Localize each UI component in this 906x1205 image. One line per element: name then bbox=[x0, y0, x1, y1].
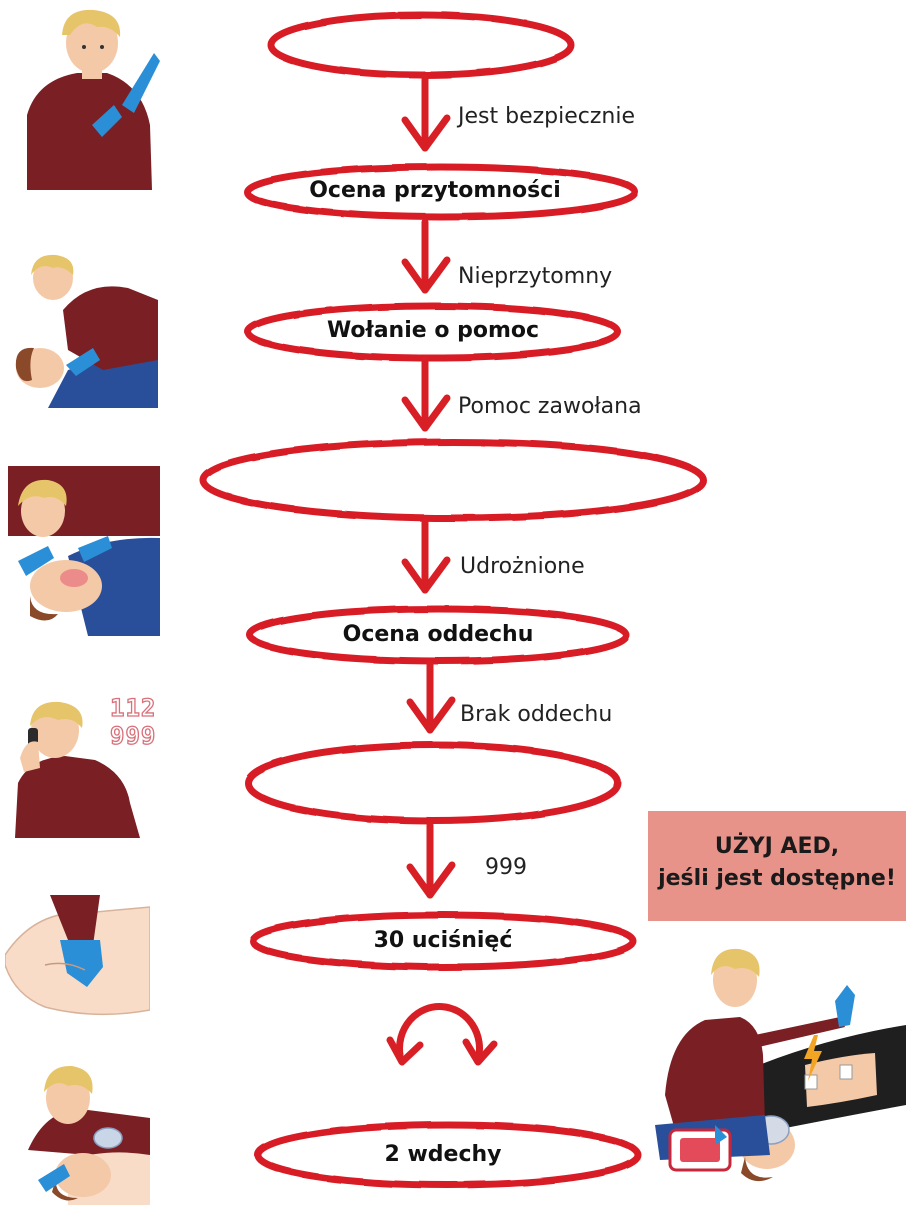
flow-arrow-3 bbox=[401, 356, 451, 432]
node-oval-n8 bbox=[254, 1121, 642, 1189]
emergency-number-112: 112 bbox=[109, 693, 157, 722]
loop-arrow bbox=[386, 1003, 498, 1066]
node-oval-n7 bbox=[249, 911, 637, 971]
aed-use-icon bbox=[655, 948, 906, 1182]
emergency-number-999: 999 bbox=[109, 721, 157, 750]
node-oval-n5 bbox=[246, 605, 630, 665]
edge-label-2: Nieprzytomny bbox=[458, 264, 613, 289]
edge-label-3: Pomoc zawołana bbox=[458, 394, 642, 419]
rescue-breath-icon bbox=[28, 1065, 150, 1205]
chest-compression-icon bbox=[5, 895, 150, 1016]
aed-banner-line1: UŻYJ AED, bbox=[714, 834, 840, 859]
node-oval-n6 bbox=[244, 741, 622, 825]
flow-arrow-1 bbox=[401, 74, 451, 152]
node-oval-n2 bbox=[243, 163, 639, 221]
edge-label-4: Udrożnione bbox=[460, 554, 585, 579]
flow-arrow-2 bbox=[401, 218, 451, 294]
flow-arrow-6 bbox=[406, 821, 456, 899]
node-label-n5: Ocena oddechu bbox=[342, 622, 534, 647]
node-label-n8: 2 wdechy bbox=[384, 1142, 502, 1167]
edge-label-1: Jest bezpiecznie bbox=[458, 104, 635, 129]
node-label-n2: Ocena przytomności bbox=[309, 178, 561, 203]
flow-arrow-4 bbox=[401, 518, 451, 594]
aed-banner: UŻYJ AED, jeśli jest dostępne! bbox=[648, 811, 906, 921]
airway-open-icon bbox=[8, 466, 160, 636]
phone-call-icon bbox=[15, 701, 140, 838]
node-oval-n1 bbox=[267, 11, 575, 79]
edge-label-5: Brak oddechu bbox=[460, 702, 613, 727]
check-response-icon bbox=[15, 254, 158, 408]
flow-arrow-5 bbox=[406, 660, 456, 734]
node-label-n3: Wołanie o pomoc bbox=[326, 318, 540, 343]
node-oval-n4 bbox=[199, 438, 707, 522]
aed-banner-line2: jeśli jest dostępne! bbox=[658, 866, 896, 891]
lightning-icon bbox=[804, 1035, 822, 1081]
rescuer-gloves-icon bbox=[27, 9, 160, 190]
edge-label-6: 999 bbox=[485, 855, 527, 880]
node-oval-n3 bbox=[244, 302, 622, 362]
node-label-n7: 30 uciśnięć bbox=[373, 928, 513, 953]
